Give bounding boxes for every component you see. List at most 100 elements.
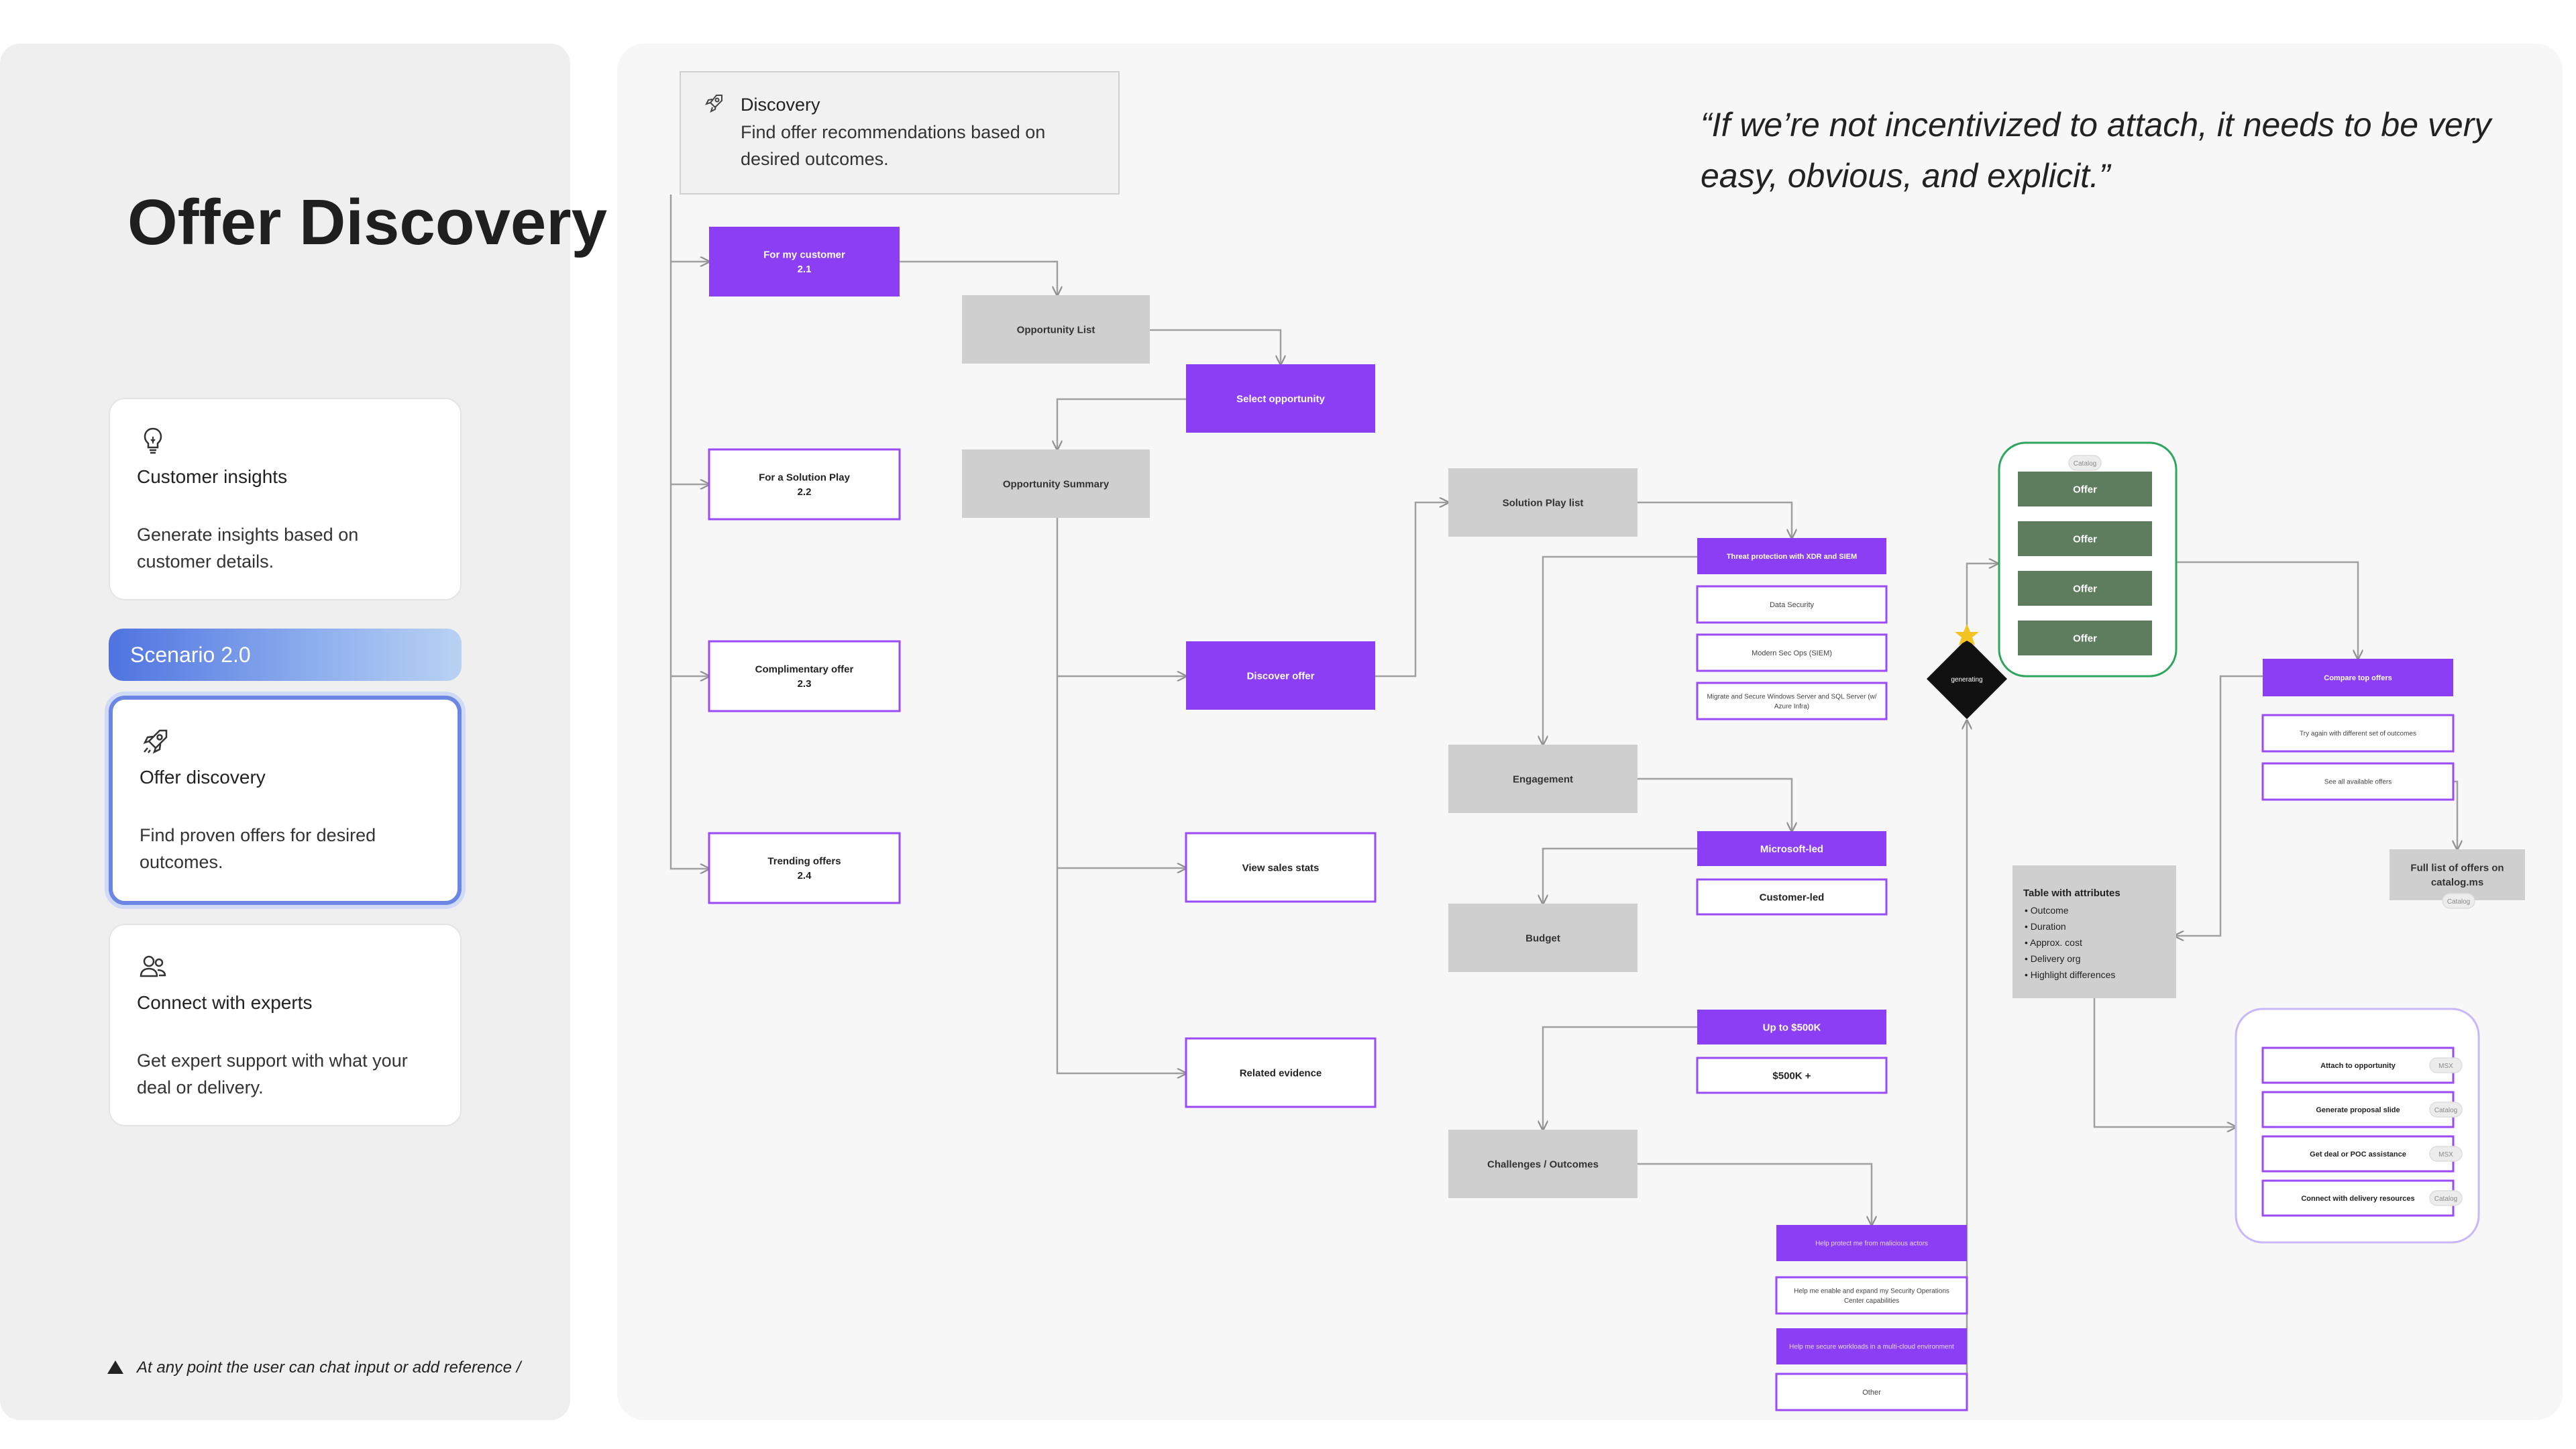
node-threat-protection[interactable]: Threat protection with XDR and SIEM: [1697, 538, 1886, 574]
connector-arrow: [2130, 561, 2358, 659]
node-up-to-500k[interactable]: Up to $500K: [1697, 1010, 1886, 1044]
node-offer-4[interactable]: Offer: [2018, 621, 2152, 655]
node-label: Related evidence: [1240, 1067, 1322, 1079]
node-for-solution-play[interactable]: For a Solution Play 2.2: [708, 448, 901, 521]
node-label: Complimentary offer: [755, 663, 854, 675]
node-label: Connect with delivery resources: [2301, 1195, 2414, 1203]
generating-diamond: [1927, 639, 2007, 719]
node-label: Help me enable and expand my Security Op…: [1794, 1287, 1949, 1295]
attribute-table: [2012, 865, 2176, 998]
node-compare-offers[interactable]: Compare top offers: [2263, 659, 2453, 696]
node-label: For my customer: [763, 249, 845, 260]
node-budget[interactable]: Budget: [1448, 904, 1638, 972]
node-modern-secops[interactable]: Modern Sec Ops (SIEM): [1696, 633, 1888, 672]
node-help-secure[interactable]: Help me secure workloads in a multi-clou…: [1776, 1328, 1967, 1364]
connector-arrow: [1056, 518, 1186, 1073]
node-offer-1[interactable]: Offer: [2018, 472, 2152, 506]
node-label: Full list of offers on: [2410, 862, 2504, 873]
node-help-enable[interactable]: Help me enable and expand my Security Op…: [1775, 1276, 1968, 1315]
rocket-icon: [705, 95, 723, 113]
node-complimentary[interactable]: Complimentary offer 2.3: [708, 640, 901, 712]
node-offer-2[interactable]: Offer: [2018, 521, 2152, 556]
node-delivery[interactable]: Connect with delivery resources: [2261, 1179, 2455, 1217]
node-opportunity-list[interactable]: Opportunity List: [962, 295, 1150, 364]
scenario-badge[interactable]: Scenario 2.0: [109, 629, 462, 681]
node-solution-play-list[interactable]: Solution Play list: [1448, 468, 1638, 537]
node-select-opportunity[interactable]: Select opportunity: [1186, 364, 1375, 433]
node-opportunity-summary[interactable]: Opportunity Summary: [962, 449, 1150, 518]
node-label: 2.3: [798, 678, 812, 690]
connector-arrow: [669, 195, 709, 869]
attribute-item: • Delivery org: [2025, 953, 2080, 964]
warning-icon: [107, 1360, 123, 1374]
node-label: For a Solution Play: [759, 472, 851, 483]
node-label: Engagement: [1513, 773, 1573, 785]
offer-discovery-card[interactable]: Offer discovery Find proven offers for d…: [109, 696, 462, 905]
discovery-header-card: [680, 71, 1120, 195]
msx-tag: MSX: [2429, 1146, 2463, 1162]
node-customer-led[interactable]: Customer-led: [1696, 878, 1888, 916]
connector-arrow: [1638, 777, 1792, 831]
connector-arrow: [2093, 998, 2236, 1127]
svg-text:Catalog: Catalog: [2434, 1107, 2457, 1114]
connector-arrow: [1543, 1026, 1697, 1130]
node-label: View sales stats: [1242, 862, 1320, 873]
node-data-security[interactable]: Data Security: [1696, 585, 1888, 624]
node-label: Trending offers: [767, 855, 841, 867]
node-engagement[interactable]: Engagement: [1448, 745, 1638, 813]
catalog-tag: Catalog: [2068, 455, 2102, 471]
star-icon: [1955, 624, 1979, 645]
node-label: Offer: [2073, 484, 2097, 495]
connect-experts-card[interactable]: Connect with experts Get expert support …: [109, 924, 462, 1126]
node-discover-offer[interactable]: Discover offer: [1186, 641, 1375, 710]
svg-text:MSX: MSX: [2438, 1151, 2453, 1159]
generating-label: generating: [1951, 676, 1982, 684]
connector-arrow: [1150, 329, 1281, 364]
node-migrate-secure[interactable]: Migrate and Secure Windows Server and SQ…: [1696, 682, 1888, 720]
node-deal-poc[interactable]: Get deal or POC assistance: [2261, 1135, 2455, 1173]
card-title: Connect with experts: [137, 992, 313, 1013]
node-offer-3[interactable]: Offer: [2018, 571, 2152, 606]
node-related-evidence[interactable]: Related evidence: [1185, 1037, 1377, 1108]
node-label: 2.2: [798, 486, 812, 498]
node-view-sales-stats[interactable]: View sales stats: [1185, 832, 1377, 903]
node-proposal[interactable]: Generate proposal slide: [2261, 1091, 2455, 1128]
node-help-protect[interactable]: Help protect me from malicious actors: [1776, 1225, 1967, 1261]
node-attach[interactable]: Attach to opportunity: [2261, 1046, 2455, 1084]
card-title: Offer discovery: [140, 767, 266, 788]
svg-text:Catalog: Catalog: [2447, 898, 2470, 906]
node-label: Budget: [1525, 932, 1560, 944]
card-title: Customer insights: [137, 466, 288, 487]
node-challenges[interactable]: Challenges / Outcomes: [1448, 1130, 1638, 1198]
attribute-item: • Outcome: [2025, 905, 2069, 916]
connector-arrow: [1638, 1163, 1872, 1225]
node-see-all[interactable]: See all available offers: [2261, 762, 2455, 801]
attribute-item: • Duration: [2025, 921, 2066, 932]
card-description: Generate insights based on customer deta…: [137, 525, 359, 572]
catalog-tag: Catalog: [2429, 1190, 2463, 1206]
node-try-again[interactable]: Try again with different set of outcomes: [2261, 714, 2455, 753]
node-over-500k[interactable]: $500K +: [1696, 1057, 1888, 1094]
node-label: Modern Sec Ops (SIEM): [1752, 649, 1832, 657]
people-icon: [140, 955, 166, 977]
card-description: Find proven offers for desired outcomes.: [140, 825, 376, 872]
connector-arrow: [1543, 847, 1697, 904]
node-label: Try again with different set of outcomes: [2300, 731, 2416, 738]
node-label: Discover offer: [1247, 670, 1315, 682]
catalog-tag: Catalog: [2442, 893, 2475, 909]
quote: “If we’re not incentivized to attach, it…: [1701, 106, 2491, 195]
node-label: Offer: [2073, 533, 2097, 545]
page-title: Offer Discovery: [127, 186, 607, 258]
customer-insights-card[interactable]: Customer insights Generate insights base…: [109, 398, 462, 600]
node-trending[interactable]: Trending offers 2.4: [708, 832, 901, 904]
node-label: 2.4: [798, 870, 812, 881]
node-other[interactable]: Other: [1775, 1373, 1968, 1411]
node-microsoft-led[interactable]: Microsoft-led: [1697, 831, 1886, 866]
lightbulb-icon: [144, 427, 162, 454]
node-label: Data Security: [1770, 601, 1815, 609]
node-label: Opportunity Summary: [1003, 478, 1110, 490]
footer-note: At any point the user can chat input or …: [107, 1358, 521, 1377]
